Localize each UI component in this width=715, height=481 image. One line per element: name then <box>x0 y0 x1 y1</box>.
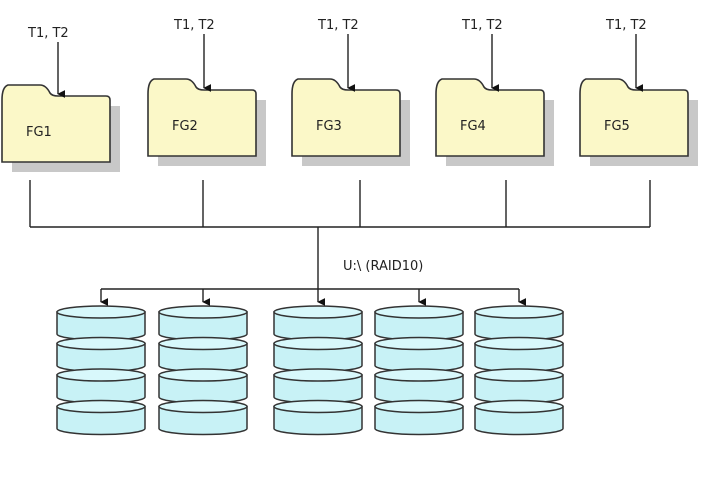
disk-body <box>158 405 248 436</box>
filegroup-label: FG4 <box>460 119 486 134</box>
disk-stacks <box>56 305 564 436</box>
disk-top <box>273 399 363 414</box>
disk-top <box>56 368 146 382</box>
disk-top <box>374 336 464 351</box>
filegroup-fg4: FG4 T1, T2 <box>435 18 554 166</box>
disk-icon <box>158 368 248 404</box>
filegroup-fg5: FG5 T1, T2 <box>579 18 698 166</box>
disk-top <box>474 399 564 414</box>
disk-top <box>56 336 146 351</box>
folder-icon <box>147 78 257 157</box>
disk-icon <box>474 368 564 404</box>
disk-icon <box>474 305 564 341</box>
tables-label: T1, T2 <box>27 26 69 41</box>
disk-top <box>273 305 363 319</box>
disk-top <box>56 305 146 319</box>
volume-label: U:\ (RAID10) <box>343 259 423 274</box>
disk-body <box>474 405 564 436</box>
disk-top <box>158 399 248 414</box>
disk-stack-1 <box>56 305 146 436</box>
disk-stack-4 <box>374 305 464 436</box>
disk-icon <box>474 336 564 373</box>
disk-top <box>374 399 464 414</box>
disk-top <box>158 305 248 319</box>
disk-stack-5 <box>474 305 564 436</box>
disk-icon <box>158 336 248 373</box>
disk-icon <box>56 399 146 436</box>
tables-label: T1, T2 <box>173 18 215 33</box>
disk-icon <box>273 305 363 341</box>
filegroup-fg2: FG2 T1, T2 <box>147 18 266 166</box>
filegroup-label: FG3 <box>316 119 342 134</box>
disk-icon <box>374 368 464 404</box>
disk-stack-3 <box>273 305 363 436</box>
disk-top <box>273 368 363 382</box>
disk-icon <box>273 399 363 436</box>
disk-icon <box>56 336 146 373</box>
disk-body <box>56 405 146 436</box>
connectors <box>29 180 651 306</box>
disk-icon <box>474 399 564 436</box>
disk-body <box>273 405 363 436</box>
tables-label: T1, T2 <box>317 18 359 33</box>
disk-icon <box>374 399 464 436</box>
disk-top <box>474 368 564 382</box>
disk-body <box>374 405 464 436</box>
disk-icon <box>56 368 146 404</box>
disk-icon <box>158 305 248 341</box>
disk-top <box>158 368 248 382</box>
filegroup-label: FG5 <box>604 119 630 134</box>
disk-icon <box>56 305 146 341</box>
disk-icon <box>273 368 363 404</box>
tables-label: T1, T2 <box>461 18 503 33</box>
tables-label: T1, T2 <box>605 18 647 33</box>
filegroup-fg3: FG3 T1, T2 <box>291 18 410 166</box>
disk-icon <box>374 336 464 373</box>
folder-icon <box>435 78 545 157</box>
filegroup-fg1: FG1 T1, T2 <box>1 26 120 172</box>
disk-top <box>374 305 464 319</box>
disk-stack-2 <box>158 305 248 436</box>
filegroup-label: FG1 <box>26 125 52 140</box>
filegroups: FG1 T1, T2 FG2 T1, T2 FG3 T1, T2 FG4 T1, T2 FG5 T… <box>1 18 698 172</box>
disk-top <box>374 368 464 382</box>
disk-top <box>474 305 564 319</box>
disk-top <box>273 336 363 351</box>
filegroup-label: FG2 <box>172 119 198 134</box>
folder-icon <box>579 78 689 157</box>
disk-icon <box>158 399 248 436</box>
disk-icon <box>374 305 464 341</box>
disk-top <box>158 336 248 351</box>
disk-icon <box>273 336 363 373</box>
folder-icon <box>1 84 111 163</box>
folder-icon <box>291 78 401 157</box>
disk-top <box>474 336 564 351</box>
disk-top <box>56 399 146 414</box>
